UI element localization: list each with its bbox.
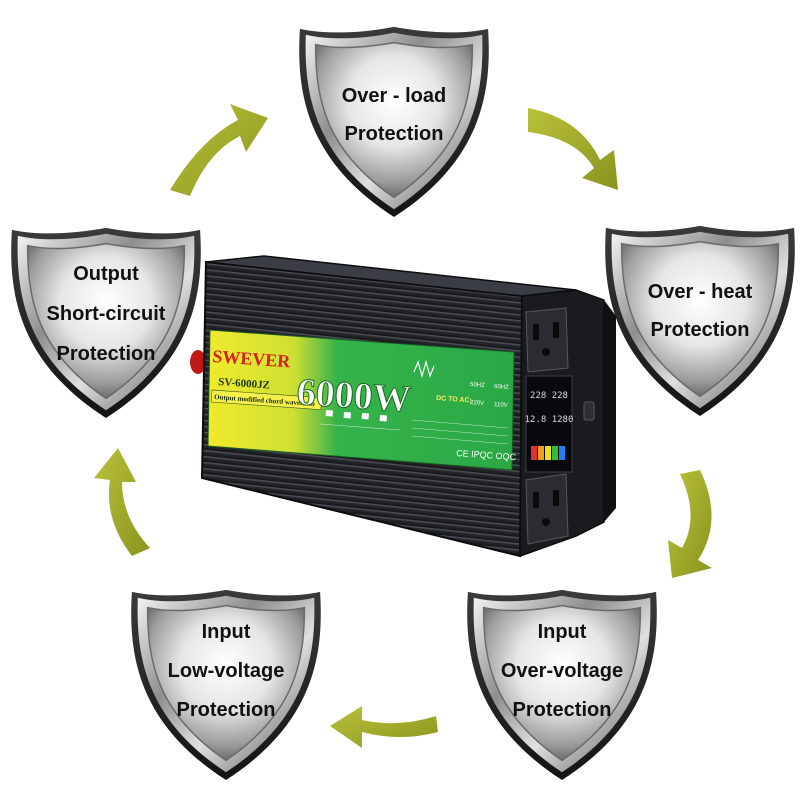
wave-symbol-icon [413, 359, 435, 379]
ac-socket-top [525, 307, 569, 373]
inverter-product: 228 228 12.8 1280 SWEVER SV-6000JZ Outpu… [190, 255, 616, 558]
product-label: SWEVER SV-6000JZ Output modified chord w… [207, 329, 517, 471]
shield-icon [298, 26, 490, 218]
shield-icon [130, 589, 322, 781]
power-switch-icon [583, 401, 595, 421]
shield-line: Output [73, 263, 139, 285]
cycle-arrows [94, 104, 712, 748]
shield-output-short-circuit: Output Short-circuit Protection [10, 227, 202, 419]
power-rating: 6000W [295, 371, 412, 421]
volt-110-label: 110V [494, 402, 508, 409]
shield-line: Input [202, 621, 251, 643]
shield-icon [466, 589, 658, 781]
arrow-up-icon [94, 448, 150, 556]
freq-50-label: 50HZ [470, 382, 485, 389]
shield-line: Protection [57, 343, 156, 365]
shield-line: Over - load [342, 85, 446, 107]
dc-ac-label: DC TO AC: [436, 395, 472, 404]
indicator-squares [325, 409, 387, 422]
freq-60-label: 60HZ [494, 384, 509, 391]
arrow-left-icon [330, 706, 438, 748]
shield-line: Short-circuit [47, 303, 166, 325]
lcd-display: 228 228 12.8 1280 [525, 375, 574, 473]
lcd-bottom-readout: 12.8 1280 [525, 415, 574, 425]
shield-line: Over-voltage [501, 660, 623, 682]
shield-input-over-voltage: Input Over-voltage Protection [466, 589, 658, 781]
shield-line: Input [538, 621, 587, 643]
shield-input-low-voltage: Input Low-voltage Protection [130, 589, 322, 781]
certification-marks: CE IPQC OQC [456, 448, 517, 462]
arrow-down-icon [668, 470, 712, 578]
ac-socket-bottom [525, 473, 569, 545]
terminal-icon [190, 350, 206, 374]
shield-line: Over - heat [648, 281, 753, 303]
arrow-down-right-icon [528, 108, 618, 190]
shield-line: Protection [651, 319, 750, 341]
shield-line: Protection [513, 699, 612, 721]
shield-line: Low-voltage [168, 660, 285, 682]
shield-over-load: Over - load Protection [298, 26, 490, 218]
arrow-right-icon [170, 104, 268, 196]
shield-over-heat: Over - heat Protection [604, 225, 796, 417]
volt-220-label: 220V [470, 400, 484, 407]
shield-line: Protection [177, 699, 276, 721]
lcd-top-readout: 228 228 [530, 391, 568, 401]
shield-line: Protection [345, 123, 444, 145]
model-number: SV-6000JZ [218, 376, 270, 392]
